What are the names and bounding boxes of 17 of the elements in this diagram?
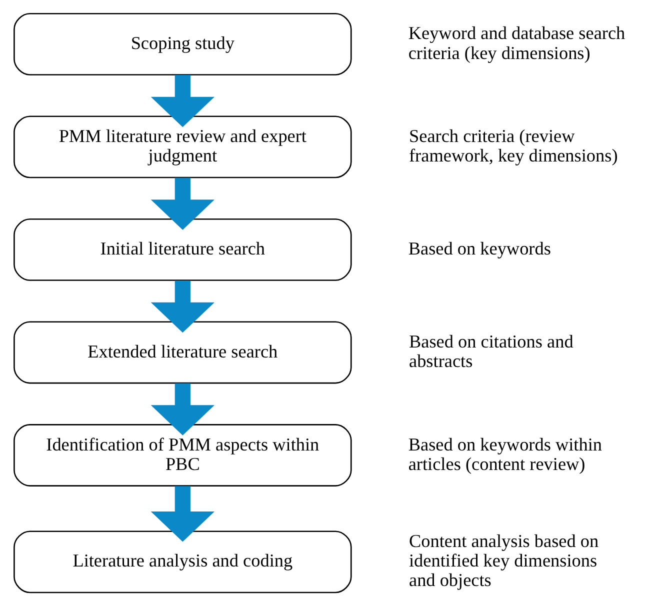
node-label: Content analysis based on identified key dimensions and objects xyxy=(409,531,599,590)
arrow xyxy=(150,486,214,542)
arrow xyxy=(150,75,214,128)
node-box: Literature analysis and coding xyxy=(14,530,352,594)
node-box: PMM literature review and expert judgment xyxy=(14,116,352,178)
node-label: Based on keywords within articles (content review) xyxy=(408,434,602,474)
arrow xyxy=(150,383,214,436)
node-box: Scoping study xyxy=(14,12,352,76)
node-label: Search criteria (review framework, key dimensions) xyxy=(409,126,618,166)
node-label: Keyword and database search criteria (key dimensions) xyxy=(408,23,626,63)
node-label: Based on citations and abstracts xyxy=(409,332,574,372)
node-box: Extended literature search xyxy=(14,321,352,384)
node-box: Initial literature search xyxy=(14,218,352,281)
arrow xyxy=(150,178,214,230)
arrow xyxy=(150,280,214,333)
node-label: Based on keywords xyxy=(408,238,551,259)
node-box: Identification of PMM aspects within PBC xyxy=(14,424,352,486)
